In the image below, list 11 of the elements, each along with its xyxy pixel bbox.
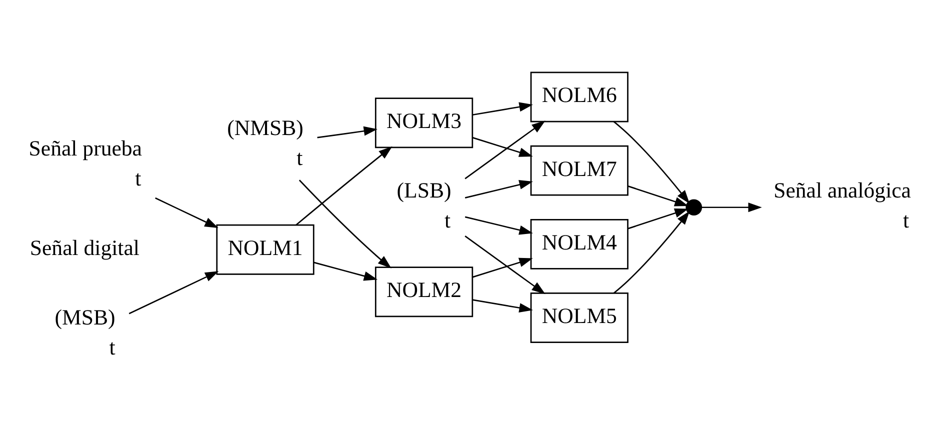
node-label: t <box>134 166 141 190</box>
node-label: t <box>444 208 450 233</box>
node-label: t <box>108 335 115 360</box>
node-text: (LSB) <box>396 178 451 203</box>
node-text: (MSB) <box>54 305 115 330</box>
node-text: Señal prueba <box>28 136 142 160</box>
node-text: (NMSB) <box>226 116 303 140</box>
node-text: Señal analógica <box>773 178 910 203</box>
label: Señal digital <box>29 236 139 260</box>
node-label: t <box>296 146 302 170</box>
node-label: t <box>902 208 909 233</box>
